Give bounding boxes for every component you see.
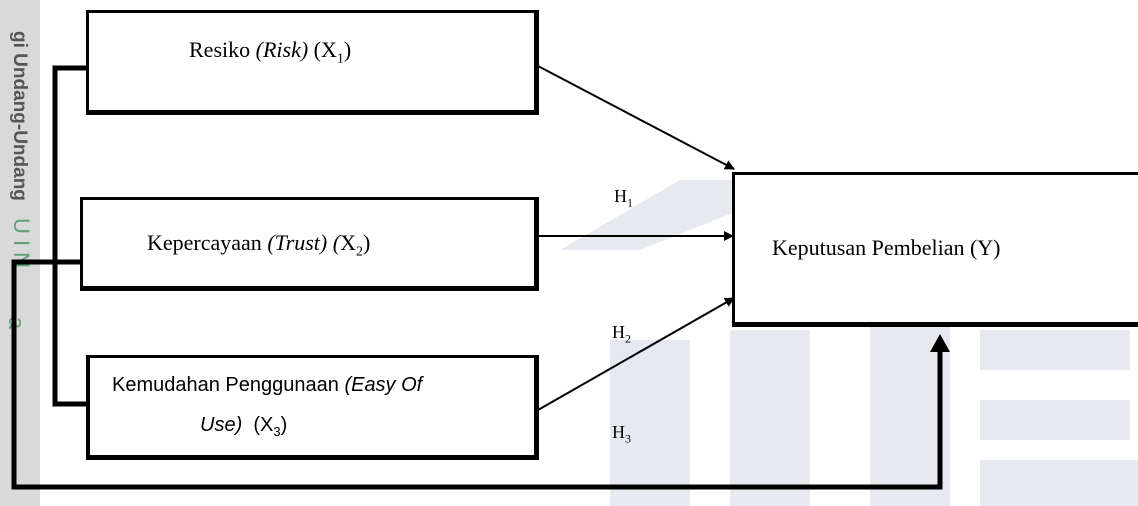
h3-sub: 3 — [625, 431, 631, 446]
box-purchase-decision-y: Keputusan Pembelian (Y) — [732, 172, 1138, 327]
h2-sub: 2 — [625, 331, 631, 346]
risk-var: X — [320, 37, 337, 62]
trust-text: Kepercayaan — [147, 230, 262, 255]
box-purchase-decision-label: Keputusan Pembelian (Y) — [772, 235, 1001, 260]
risk-italic: (Risk) — [255, 37, 309, 62]
hypothesis-h3: H3 — [612, 422, 631, 447]
hypothesis-h1: H1 — [614, 186, 633, 211]
h3-letter: H — [612, 422, 625, 442]
easy-italic-2: Use) — [200, 414, 243, 436]
trust-var: X — [340, 230, 356, 255]
arrow-x3-to-y — [537, 297, 735, 411]
box-trust-label: Kepercayaan (Trust) (X2) — [147, 230, 371, 260]
risk-text: Resiko — [189, 37, 251, 62]
box-trust-x2: Kepercayaan (Trust) (X2) — [80, 197, 539, 291]
arrow-x1-to-y — [537, 65, 735, 170]
hypothesis-h2: H2 — [612, 322, 631, 347]
risk-sub: 1 — [336, 51, 344, 67]
easy-sub: 3 — [273, 424, 281, 439]
h2-letter: H — [612, 322, 625, 342]
sidebar-strip: gi Undang-Undang U I N a — [0, 0, 40, 506]
box-risk-label: Resiko (Risk) (X1) — [189, 37, 352, 67]
easy-italic-1: (Easy Of — [344, 374, 423, 396]
box-easy-of-use-line1: Kemudahan Penggunaan (Easy Of — [112, 374, 422, 397]
h1-letter: H — [614, 186, 627, 206]
box-easy-of-use-line2: Use) (X3) — [200, 414, 288, 439]
trust-italic: (Trust) ( — [267, 230, 341, 255]
easy-var: X — [260, 414, 274, 436]
h1-sub: 1 — [627, 195, 633, 210]
trust-sub: 2 — [355, 244, 363, 260]
box-easy-of-use-x3: Kemudahan Penggunaan (Easy Of Use) (X3) — [86, 355, 539, 460]
correlation-bracket — [52, 65, 88, 407]
moderation-loop-line — [11, 259, 943, 490]
box-risk-x1: Resiko (Risk) (X1) — [86, 10, 539, 115]
moderation-loop-arrowhead — [930, 334, 950, 352]
easy-text: Kemudahan Penggunaan — [112, 374, 339, 396]
